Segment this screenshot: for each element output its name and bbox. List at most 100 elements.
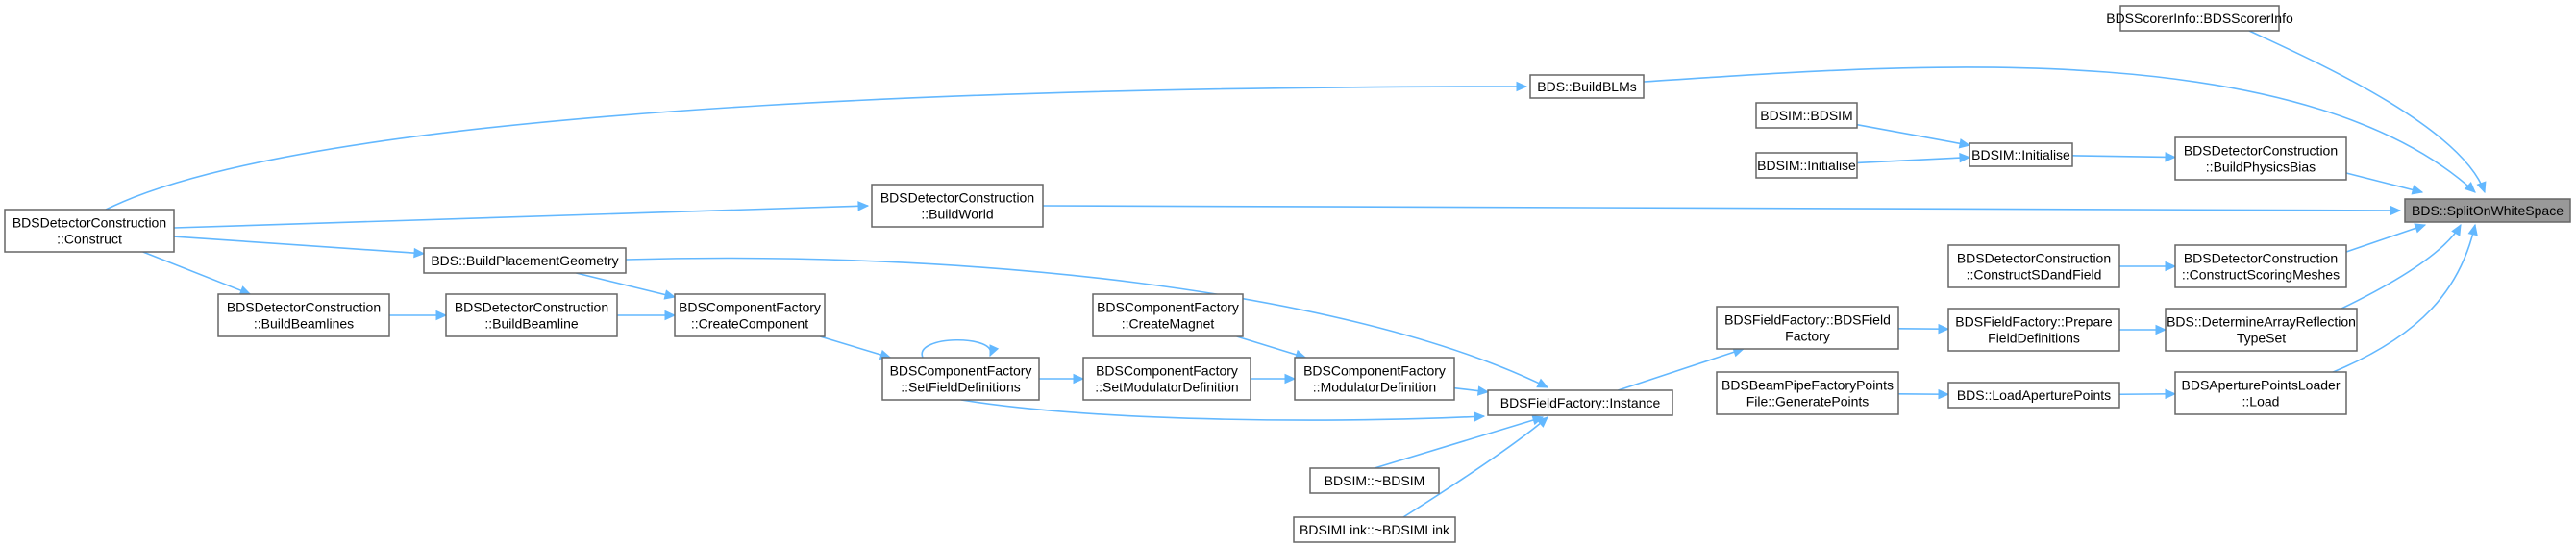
- node-box[interactable]: [1309, 467, 1440, 494]
- node-box[interactable]: [1755, 102, 1858, 129]
- node-bdsim_dtor[interactable]: BDSIM::~BDSIM: [1309, 467, 1440, 494]
- edge-arrayreflection-to-split-arrowhead: [2451, 223, 2462, 236]
- edge-bdsim_bdsim-to-bdsim_init_r-arrowhead: [1958, 138, 1971, 149]
- node-aperturesloader[interactable]: BDSAperturePointsLoader::Load: [2174, 371, 2347, 415]
- edge-placementgeom-to-instance: [625, 257, 1548, 388]
- node-box[interactable]: [423, 247, 627, 274]
- node-label: FieldDefinitions: [1988, 331, 2080, 346]
- node-box[interactable]: [1716, 306, 1899, 350]
- node-instance[interactable]: BDSFieldFactory::Instance: [1487, 389, 1673, 416]
- node-box[interactable]: [445, 293, 618, 337]
- nodes-layer: BDS::SplitOnWhiteSpace BDSScorerInfo::BDS…: [4, 5, 2571, 543]
- node-box[interactable]: [4, 209, 175, 253]
- node-box[interactable]: [1947, 308, 2120, 352]
- edge-aperturesloader-to-split: [2325, 224, 2476, 376]
- node-label: BDS::BuildBLMs: [1537, 79, 1636, 94]
- node-label: File::GeneratePoints: [1746, 394, 1870, 410]
- node-box[interactable]: [1529, 74, 1645, 99]
- node-scorerinfo[interactable]: BDSScorerInfo::BDSScorerInfo: [2106, 5, 2293, 32]
- node-box[interactable]: [1947, 382, 2120, 409]
- edge-scoringmeshes-to-split: [2345, 224, 2426, 253]
- node-label: BDSDetectorConstruction: [455, 300, 608, 315]
- node-label: BDS::LoadAperturePoints: [1957, 387, 2111, 403]
- edge-buildblms-to-split: [1643, 66, 2476, 193]
- node-box[interactable]: [2165, 308, 2358, 352]
- node-buildbeamlines[interactable]: BDSDetectorConstruction::BuildBeamlines: [217, 293, 390, 337]
- node-setmodulator[interactable]: BDSComponentFactory::SetModulatorDefinit…: [1082, 357, 1251, 401]
- node-label: BDSFieldFactory::BDSField: [1724, 312, 1891, 328]
- node-box[interactable]: [881, 357, 1040, 401]
- edge-setfielddefs-to-setmodulator-arrowhead: [1073, 373, 1085, 385]
- node-bdsim_init_l[interactable]: BDSIM::Initialise: [1755, 152, 1858, 179]
- node-label: BDSIM::~BDSIM: [1325, 473, 1425, 488]
- node-label: BDSDetectorConstruction: [227, 300, 381, 315]
- node-box[interactable]: [674, 293, 826, 337]
- node-box[interactable]: [1082, 357, 1251, 401]
- node-buildblms[interactable]: BDS::BuildBLMs: [1529, 74, 1645, 99]
- node-construct[interactable]: BDSDetectorConstruction::Construct: [4, 209, 175, 253]
- node-split[interactable]: BDS::SplitOnWhiteSpace: [2404, 198, 2571, 223]
- edge-construct-to-buildblms: [105, 86, 1527, 211]
- edge-preparefield-to-arrayreflection-arrowhead: [2155, 324, 2167, 335]
- edge-placementgeom-to-createcomponent: [576, 272, 676, 298]
- node-setfielddefs[interactable]: BDSComponentFactory::SetFieldDefinitions: [881, 357, 1040, 401]
- edge-loadaperture-to-aperturesloader-arrowhead: [2165, 388, 2177, 400]
- node-box[interactable]: [871, 184, 1044, 228]
- node-box[interactable]: [2174, 371, 2347, 415]
- node-placementgeom[interactable]: BDS::BuildPlacementGeometry: [423, 247, 627, 274]
- node-label: ::Construct: [57, 232, 122, 247]
- node-bdsim_init_r[interactable]: BDSIM::Initialise: [1969, 142, 2073, 167]
- node-buildbeamline[interactable]: BDSDetectorConstruction::BuildBeamline: [445, 293, 618, 337]
- node-createcomponent[interactable]: BDSComponentFactory::CreateComponent: [674, 293, 826, 337]
- node-box[interactable]: [217, 293, 390, 337]
- edge-buildworld-to-split: [1042, 205, 2401, 211]
- node-label: ::CreateComponent: [691, 316, 808, 332]
- node-label: BDSComponentFactory: [1097, 300, 1239, 315]
- node-label: ::ConstructScoringMeshes: [2182, 267, 2340, 283]
- node-label: BDSBeamPipeFactoryPoints: [1721, 378, 1894, 393]
- edge-bdsim_init_l-to-bdsim_init_r: [1856, 156, 1970, 164]
- node-bdsimlink_dtor[interactable]: BDSIMLink::~BDSIMLink: [1293, 516, 1456, 543]
- edge-buildbeamlines-to-buildbeamline-arrowhead: [435, 310, 448, 321]
- node-createmagnet[interactable]: BDSComponentFactory::CreateMagnet: [1092, 293, 1244, 337]
- edge-setfielddefs-to-instance-arrowhead: [1474, 411, 1486, 422]
- edge-fieldfactory_ctor-to-preparefield-arrowhead: [1938, 323, 1950, 335]
- node-box[interactable]: [1293, 516, 1456, 543]
- node-fieldfactory_ctor[interactable]: BDSFieldFactory::BDSFieldFactory: [1716, 306, 1899, 350]
- node-box[interactable]: [1716, 371, 1899, 415]
- node-label: BDS::BuildPlacementGeometry: [431, 253, 618, 268]
- edge-instance-to-fieldfactory_ctor: [1618, 348, 1745, 391]
- node-loadaperture[interactable]: BDS::LoadAperturePoints: [1947, 382, 2120, 409]
- node-modulatordef[interactable]: BDSComponentFactory::ModulatorDefinition: [1294, 357, 1455, 401]
- node-label: Factory: [1785, 329, 1830, 344]
- node-box[interactable]: [1092, 293, 1244, 337]
- node-beampipepoints[interactable]: BDSBeamPipeFactoryPointsFile::GeneratePo…: [1716, 371, 1899, 415]
- node-buildworld[interactable]: BDSDetectorConstruction::BuildWorld: [871, 184, 1044, 228]
- edge-bdsimlink_dtor-to-instance: [1402, 416, 1548, 518]
- edge-construct-to-buildbeamlines: [142, 251, 251, 295]
- node-box[interactable]: [1487, 389, 1673, 416]
- edge-setfielddefs-to-setfielddefs: [921, 338, 992, 359]
- edge-physbias-to-split-arrowhead: [2411, 185, 2424, 195]
- node-bdsim_bdsim[interactable]: BDSIM::BDSIM: [1755, 102, 1858, 129]
- edge-physbias-to-split: [2345, 172, 2423, 193]
- edge-modulatordef-to-instance-arrowhead: [1476, 385, 1490, 396]
- edge-construct-to-buildworld: [173, 205, 869, 229]
- node-box[interactable]: [2404, 198, 2571, 223]
- node-box[interactable]: [1294, 357, 1455, 401]
- node-box[interactable]: [1947, 244, 2120, 288]
- node-label: BDSDetectorConstruction: [12, 215, 166, 231]
- node-label: ::ModulatorDefinition: [1313, 380, 1436, 395]
- node-sdandfield[interactable]: BDSDetectorConstruction::ConstructSDandF…: [1947, 244, 2120, 288]
- node-box[interactable]: [2174, 136, 2347, 181]
- node-box[interactable]: [2174, 244, 2347, 288]
- node-label: ::Load: [2242, 394, 2280, 410]
- node-box[interactable]: [1969, 142, 2073, 167]
- node-box[interactable]: [2119, 5, 2280, 32]
- node-physbias[interactable]: BDSDetectorConstruction::BuildPhysicsBia…: [2174, 136, 2347, 181]
- node-scoringmeshes[interactable]: BDSDetectorConstruction::ConstructScorin…: [2174, 244, 2347, 288]
- node-box[interactable]: [1755, 152, 1858, 179]
- edge-scorerinfo-to-split: [2248, 30, 2486, 193]
